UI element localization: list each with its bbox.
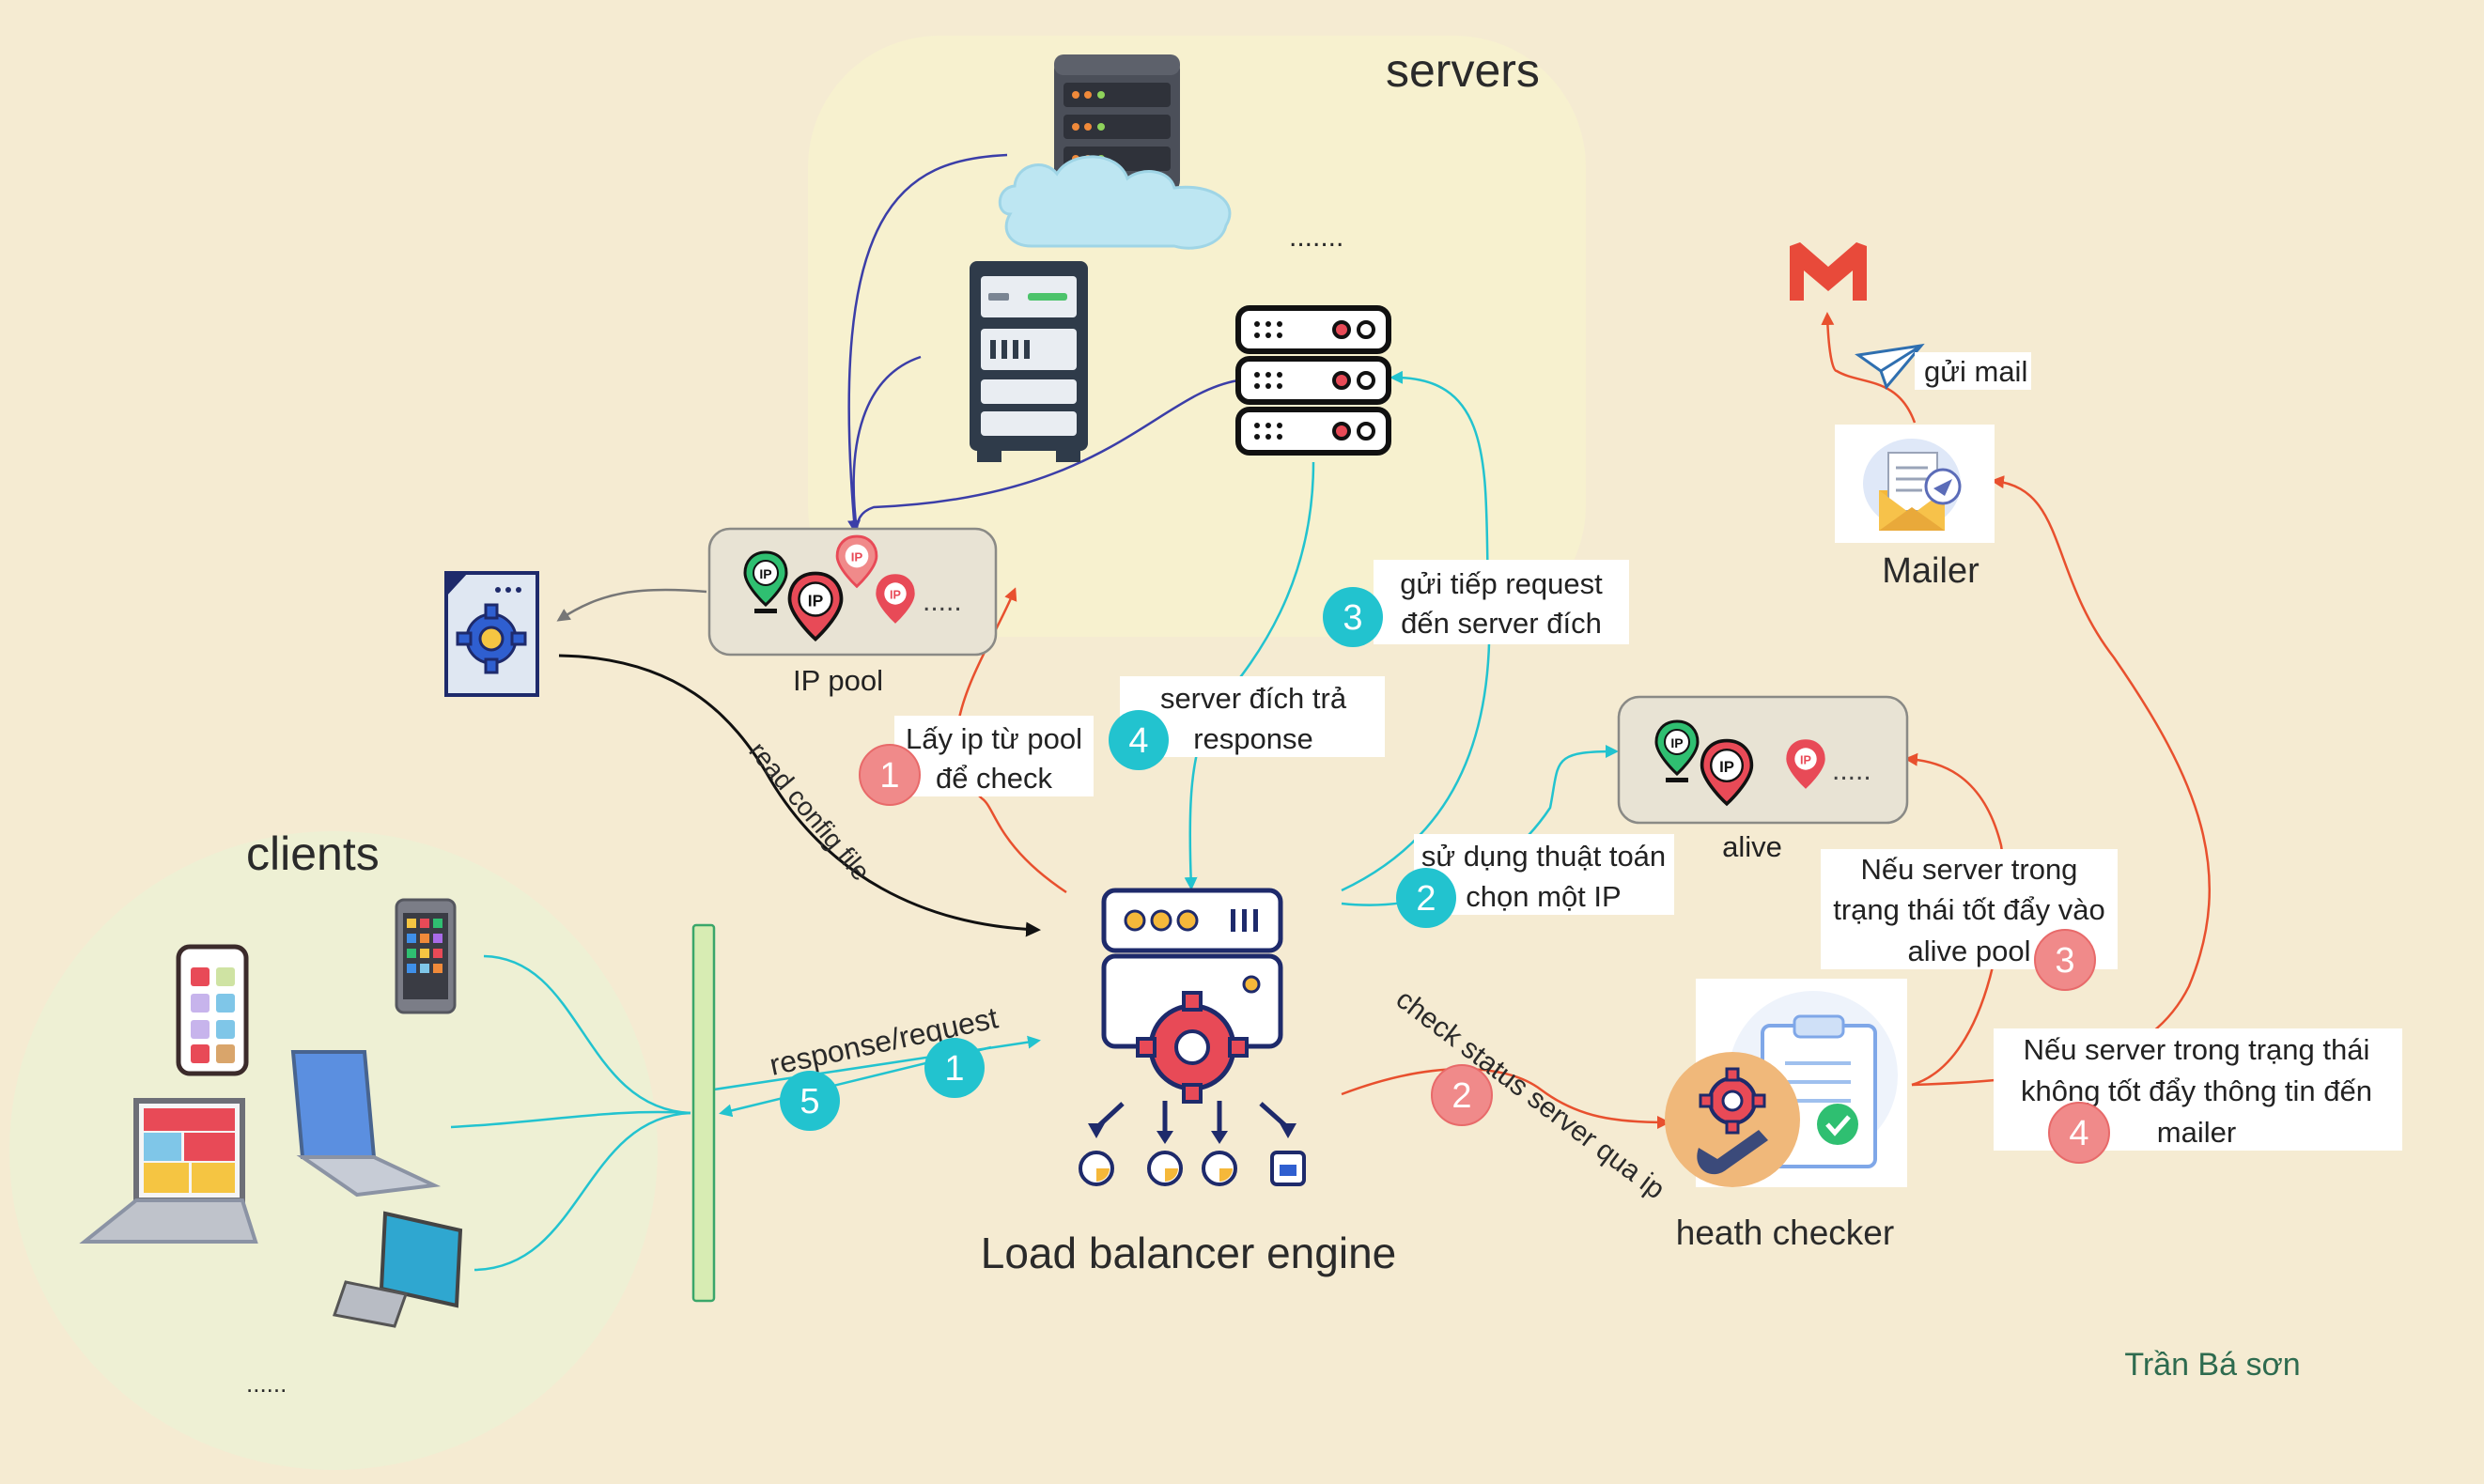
ip-pin-icon: IP bbox=[1786, 739, 1825, 789]
alive-dots: ..... bbox=[1832, 755, 1871, 786]
step-4-line1: server đích trả bbox=[1160, 682, 1347, 715]
step-alive-badge-num: 3 bbox=[2055, 941, 2074, 981]
laptop-icon bbox=[290, 1050, 442, 1198]
step-mailer-badge-num: 4 bbox=[2069, 1114, 2088, 1153]
step-4-badge bbox=[1109, 710, 1169, 770]
step-3-badge bbox=[1323, 587, 1383, 647]
edge-desktop-to-bar bbox=[474, 1111, 691, 1272]
svg-text:IP: IP bbox=[1719, 758, 1734, 776]
step-4-line2: response bbox=[1193, 722, 1313, 755]
load-balancer-icon bbox=[1079, 888, 1306, 1186]
svg-text:IP: IP bbox=[890, 588, 901, 601]
step-1-box bbox=[894, 716, 1094, 796]
step-mailer-badge bbox=[2048, 1102, 2110, 1164]
send-mail-label: gửi mail bbox=[1924, 355, 2027, 388]
step-1-badge bbox=[859, 744, 921, 806]
clients-title: clients bbox=[246, 827, 380, 880]
paper-plane-icon bbox=[1855, 343, 1925, 390]
step-alive-badge bbox=[2034, 929, 2096, 991]
ip-pool-dots: ..... bbox=[923, 586, 962, 617]
cloud-server-icon bbox=[998, 54, 1232, 250]
step-3-line1: gửi tiếp request bbox=[1400, 567, 1603, 600]
step-3-box bbox=[1374, 560, 1629, 644]
step-mailer-line3: mailer bbox=[2157, 1116, 2236, 1149]
edge-check-status bbox=[1341, 1067, 1670, 1129]
response-out-badge-num: 5 bbox=[800, 1082, 819, 1121]
desktop-icon bbox=[333, 1211, 463, 1328]
health-checker-label: heath checker bbox=[1676, 1213, 1894, 1252]
edge-phone-to-bar bbox=[483, 954, 691, 1115]
edge-rack-to-pool bbox=[852, 355, 922, 532]
step-mailer-line1: Nếu server trong trạng thái bbox=[2024, 1033, 2370, 1066]
health-checker-icon bbox=[1665, 979, 1907, 1187]
edge-laptop-to-bar bbox=[450, 1110, 691, 1129]
edge-label-read-config: read config file bbox=[743, 736, 876, 886]
request-in-badge-num: 1 bbox=[944, 1049, 964, 1089]
step-2-badge-num: 2 bbox=[1416, 879, 1436, 919]
edge-send-mail bbox=[1821, 312, 1917, 424]
step-1-line1: Lấy ip từ pool bbox=[906, 722, 1082, 755]
step-4-badge-num: 4 bbox=[1128, 721, 1148, 761]
svg-text:IP: IP bbox=[1670, 735, 1683, 750]
load-balancer-label: Load balancer engine bbox=[981, 1229, 1396, 1277]
step-3-line2: đến server đích bbox=[1401, 607, 1602, 640]
step-1-badge-num: 1 bbox=[879, 756, 899, 796]
smartphone-icon bbox=[176, 944, 249, 1076]
ip-pin-icon: IP bbox=[876, 574, 915, 624]
check-status-badge bbox=[1431, 1064, 1493, 1126]
step-alive-line1: Nếu server trong bbox=[1861, 853, 2078, 886]
step-2-line1: sử dụng thuật toán bbox=[1421, 840, 1666, 873]
edge-read-config bbox=[558, 654, 1041, 937]
alive-label: alive bbox=[1722, 830, 1782, 863]
step-alive-line2: trạng thái tốt đẩy vào bbox=[1833, 893, 2105, 926]
edge-server-to-pool bbox=[855, 379, 1239, 532]
svg-text:IP: IP bbox=[759, 566, 771, 581]
step-2-box bbox=[1414, 834, 1674, 915]
ip-pin-icon: IP bbox=[835, 534, 878, 588]
ip-pin-icon: IP bbox=[787, 571, 844, 642]
step-3-badge-num: 3 bbox=[1343, 598, 1362, 638]
svg-text:IP: IP bbox=[808, 592, 824, 611]
response-out-badge bbox=[780, 1071, 840, 1131]
alive-pool-node: IP IP IP ..... bbox=[1617, 695, 1909, 825]
ip-pin-icon: IP bbox=[1654, 719, 1700, 782]
ip-pool-node: IP IP IP IP ..... bbox=[707, 527, 998, 657]
step-alive-line3: alive pool bbox=[1908, 935, 2031, 967]
edge-pool-to-config bbox=[556, 588, 707, 622]
clients-more: ...... bbox=[246, 1369, 287, 1398]
svg-text:IP: IP bbox=[1800, 753, 1811, 766]
request-in-badge bbox=[924, 1038, 985, 1098]
gmail-icon bbox=[1790, 242, 1867, 301]
servers-title: servers bbox=[1386, 44, 1540, 97]
author-signature: Trần Bá sơn bbox=[2124, 1347, 2300, 1383]
config-file-icon bbox=[444, 571, 539, 697]
svg-text:IP: IP bbox=[851, 550, 863, 564]
servers-more: ....... bbox=[1289, 222, 1343, 253]
servers-region bbox=[808, 36, 1586, 637]
ip-pin-icon: IP bbox=[1700, 738, 1754, 806]
rack-server-icon bbox=[1235, 305, 1391, 456]
send-mail-label-bg bbox=[1915, 352, 2031, 390]
edge-cloud-to-pool bbox=[847, 153, 1008, 533]
step-1-line2: để check bbox=[936, 762, 1053, 795]
notebook-icon bbox=[79, 1098, 258, 1244]
tower-server-icon bbox=[970, 261, 1088, 462]
phone-icon bbox=[395, 898, 457, 1014]
check-status-badge-num: 2 bbox=[1452, 1076, 1471, 1116]
mailer-label: Mailer bbox=[1882, 551, 1979, 591]
ip-pin-icon: IP bbox=[743, 550, 788, 613]
step-2-badge bbox=[1396, 868, 1456, 928]
ip-pool-label: IP pool bbox=[793, 664, 883, 697]
mailer-icon bbox=[1835, 425, 1995, 543]
step-2-line2: chọn một IP bbox=[1466, 880, 1621, 913]
proxy-bar bbox=[691, 923, 716, 1303]
